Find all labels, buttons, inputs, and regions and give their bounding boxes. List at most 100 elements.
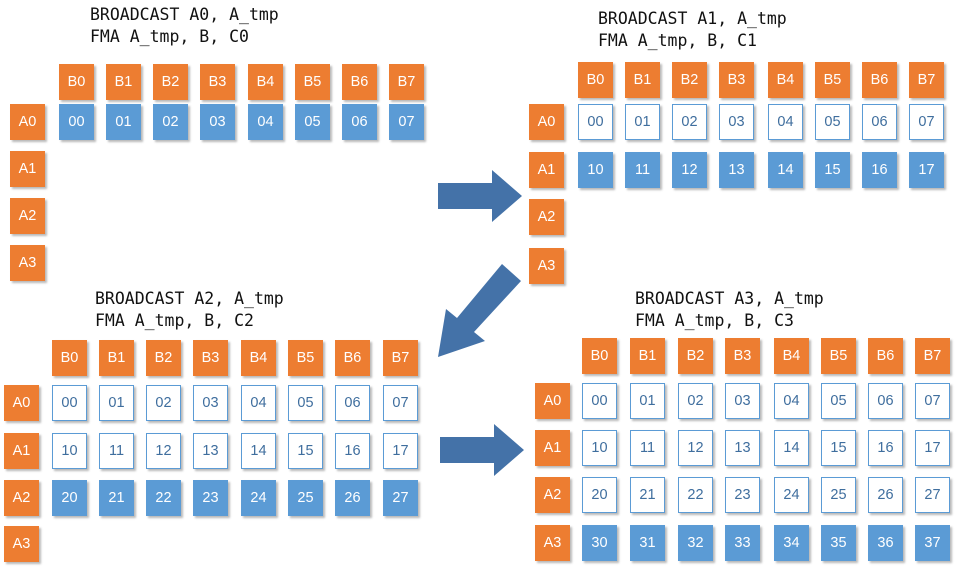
- c-cell: 00: [52, 385, 87, 421]
- c-cell: 02: [678, 383, 713, 419]
- b-label-cell: B5: [821, 338, 856, 374]
- c-cell: 12: [146, 433, 181, 469]
- c-cell: 01: [630, 383, 665, 419]
- c-cell: 03: [200, 104, 235, 140]
- b-label-cell: B0: [582, 338, 617, 374]
- c-cell: 11: [99, 433, 134, 469]
- b-label-cell: B4: [241, 340, 276, 376]
- arrow-down-left: [438, 264, 521, 357]
- c-cell: 35: [821, 525, 856, 561]
- c-cell: 10: [578, 152, 613, 188]
- arrow-right-1: [438, 170, 522, 222]
- code-line: FMA A_tmp, B, C3: [635, 311, 794, 330]
- c-cell: 05: [288, 385, 323, 421]
- a-label-cell: A0: [529, 104, 564, 140]
- b-label-cell: B6: [868, 338, 903, 374]
- c-cell: 30: [582, 525, 617, 561]
- c-cell: 23: [193, 480, 228, 516]
- c-cell: 25: [821, 477, 856, 513]
- c-cell: 27: [383, 480, 418, 516]
- b-label-cell: B7: [915, 338, 950, 374]
- c-cell: 32: [678, 525, 713, 561]
- c-cell: 31: [630, 525, 665, 561]
- a-label-cell: A2: [4, 480, 39, 516]
- code-line: FMA A_tmp, B, C1: [598, 31, 757, 50]
- c-cell: 14: [774, 430, 809, 466]
- c-cell: 14: [768, 152, 803, 188]
- c-cell: 06: [862, 104, 897, 140]
- b-label-cell: B1: [625, 62, 660, 98]
- b-label-cell: B1: [630, 338, 665, 374]
- b-label-cell: B2: [146, 340, 181, 376]
- c-cell: 24: [241, 480, 276, 516]
- c-cell: 17: [915, 430, 950, 466]
- c-cell: 06: [335, 385, 370, 421]
- c-cell: 16: [335, 433, 370, 469]
- code-line: FMA A_tmp, B, C0: [90, 27, 249, 46]
- c-cell: 21: [99, 480, 134, 516]
- c-cell: 05: [821, 383, 856, 419]
- code-line: BROADCAST A0, A_tmp: [90, 5, 279, 24]
- a-label-cell: A1: [535, 430, 570, 466]
- b-label-cell: B0: [578, 62, 613, 98]
- c-cell: 00: [582, 383, 617, 419]
- c-cell: 13: [193, 433, 228, 469]
- c-cell: 22: [146, 480, 181, 516]
- a-label-cell: A3: [4, 526, 39, 562]
- c-cell: 06: [342, 104, 377, 140]
- b-label-cell: B0: [59, 64, 94, 100]
- b-label-cell: B6: [342, 64, 377, 100]
- b-label-cell: B2: [153, 64, 188, 100]
- c-cell: 21: [630, 477, 665, 513]
- c-cell: 12: [672, 152, 707, 188]
- c-cell: 07: [909, 104, 944, 140]
- c-cell: 13: [719, 152, 754, 188]
- arrow-right-2: [440, 424, 524, 476]
- c-cell: 13: [725, 430, 760, 466]
- c-cell: 01: [99, 385, 134, 421]
- c-cell: 36: [868, 525, 903, 561]
- a-label-cell: A1: [529, 152, 564, 188]
- a-label-cell: A3: [535, 525, 570, 561]
- b-label-cell: B3: [719, 62, 754, 98]
- b-label-cell: B7: [383, 340, 418, 376]
- c-cell: 17: [909, 152, 944, 188]
- c-cell: 07: [915, 383, 950, 419]
- c-cell: 03: [719, 104, 754, 140]
- c-cell: 37: [915, 525, 950, 561]
- c-cell: 16: [862, 152, 897, 188]
- b-label-cell: B6: [862, 62, 897, 98]
- b-label-cell: B1: [106, 64, 141, 100]
- c-cell: 05: [295, 104, 330, 140]
- c-cell: 22: [678, 477, 713, 513]
- c-cell: 03: [193, 385, 228, 421]
- b-label-cell: B1: [99, 340, 134, 376]
- c-cell: 07: [383, 385, 418, 421]
- c-cell: 06: [868, 383, 903, 419]
- a-label-cell: A3: [10, 245, 45, 281]
- a-label-cell: A1: [10, 151, 45, 187]
- b-label-cell: B5: [288, 340, 323, 376]
- b-label-cell: B3: [200, 64, 235, 100]
- c-cell: 15: [288, 433, 323, 469]
- c-cell: 27: [915, 477, 950, 513]
- c-cell: 15: [821, 430, 856, 466]
- c-cell: 05: [815, 104, 850, 140]
- c-cell: 26: [868, 477, 903, 513]
- c-cell: 03: [725, 383, 760, 419]
- b-label-cell: B7: [389, 64, 424, 100]
- c-cell: 14: [241, 433, 276, 469]
- code-line: BROADCAST A1, A_tmp: [598, 9, 787, 28]
- c-cell: 23: [725, 477, 760, 513]
- b-label-cell: B7: [909, 62, 944, 98]
- a-label-cell: A0: [10, 104, 45, 140]
- a-label-cell: A2: [535, 477, 570, 513]
- code-line: BROADCAST A2, A_tmp: [95, 289, 284, 308]
- a-label-cell: A2: [10, 198, 45, 234]
- b-label-cell: B4: [768, 62, 803, 98]
- c-cell: 15: [815, 152, 850, 188]
- b-label-cell: B2: [678, 338, 713, 374]
- c-cell: 01: [106, 104, 141, 140]
- c-cell: 10: [582, 430, 617, 466]
